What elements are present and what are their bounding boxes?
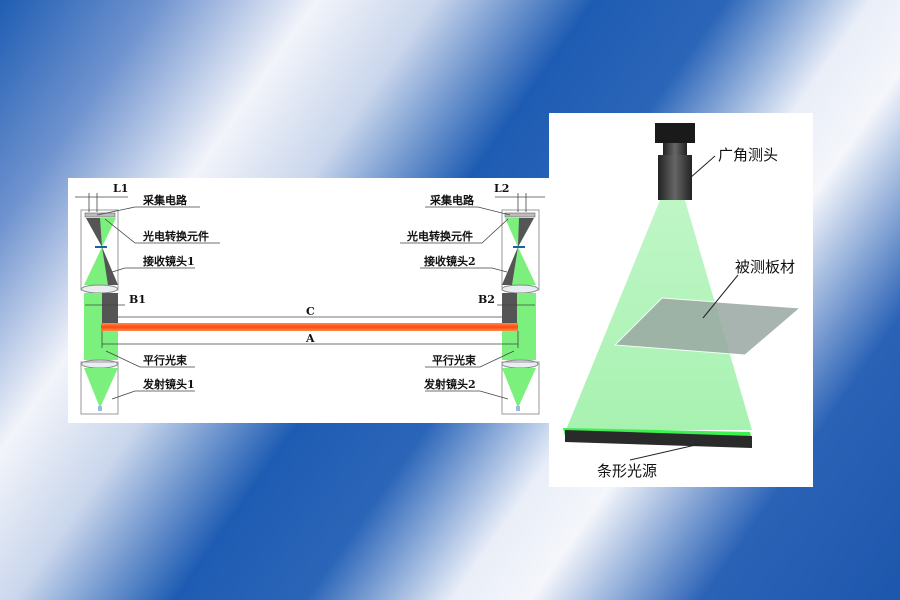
label-parallel-beam-2: 平行光束 (432, 353, 477, 367)
camera-icon (655, 123, 695, 200)
label-emit-lens-1: 发射镜头1 (142, 377, 195, 391)
label-emit-lens-2: 发射镜头2 (423, 377, 476, 391)
measured-bar (101, 323, 518, 331)
label-photoelectric-2: 光电转换元件 (406, 229, 473, 243)
label-b1: B1 (129, 293, 146, 306)
label-receive-lens-1: 接收镜头1 (143, 254, 195, 268)
dimension-lines (75, 193, 545, 400)
sensor-unit-2 (501, 209, 540, 415)
label-a: A (305, 332, 315, 345)
left-panel: L1 L2 B1 B2 C A 采集电路 光电转换元件 接收镜头1 平行光束 发… (68, 178, 549, 423)
sensor-unit-1 (80, 209, 119, 415)
label-b2: B2 (478, 293, 495, 306)
measured-plate (613, 297, 802, 356)
label-collect-circuit-2: 采集电路 (429, 193, 475, 207)
label-plate: 被测板材 (735, 258, 795, 276)
label-photoelectric-1: 光电转换元件 (142, 229, 209, 243)
label-light-source: 条形光源 (597, 462, 657, 480)
right-panel: 广角测头 被测板材 条形光源 (549, 113, 813, 487)
label-collect-circuit-1: 采集电路 (142, 193, 188, 207)
label-parallel-beam-1: 平行光束 (143, 353, 188, 367)
bar-light-source (563, 428, 752, 448)
label-receive-lens-2: 接收镜头2 (424, 254, 476, 268)
label-l1: L1 (113, 182, 128, 195)
label-l2: L2 (494, 182, 509, 195)
label-camera: 广角测头 (718, 146, 778, 164)
label-c: C (306, 305, 315, 318)
